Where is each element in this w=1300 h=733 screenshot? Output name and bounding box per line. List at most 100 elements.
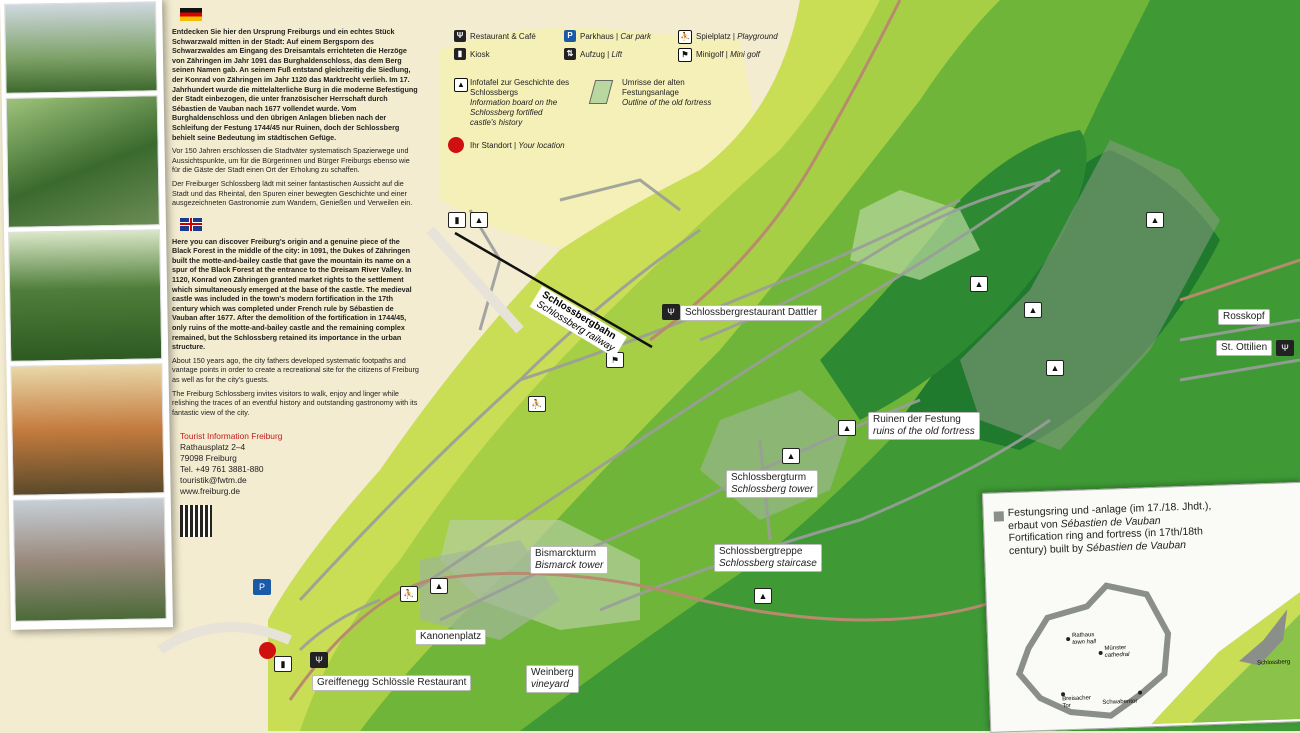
german-flag-icon	[180, 8, 202, 21]
legend-minigolf-en: Mini golf	[730, 50, 760, 59]
tourist-info-web[interactable]: www.freiburg.de	[180, 486, 241, 497]
intro-en-paragraph: The Freiburg Schlossberg invites visitor…	[172, 388, 418, 417]
label-st-ottilien[interactable]: St. Ottilien	[1216, 340, 1273, 356]
info-board-marker-icon[interactable]: ▲	[782, 448, 800, 464]
legend-playground-de: Spielplatz	[696, 32, 731, 41]
inset-breisacher: Breisacher	[1062, 695, 1092, 703]
playground-icon: ⛹	[678, 30, 692, 44]
legend-playground: Spielplatz | Playground	[696, 32, 778, 41]
inset-line4-name: Sébastien de Vauban	[1085, 538, 1187, 554]
location-pin-icon	[448, 137, 464, 153]
label-kanonenplatz[interactable]: Kanonenplatz	[415, 629, 487, 645]
intro-en-paragraph: About 150 years ago, the city fathers de…	[172, 355, 419, 384]
info-board-marker-icon[interactable]: ▲	[1146, 212, 1164, 228]
fortification-square-icon	[993, 511, 1004, 522]
legend-parking-en: Car park	[620, 32, 652, 41]
restaurant-marker-icon[interactable]: Ψ	[1276, 340, 1294, 356]
legend-lift-de: Aufzug	[580, 50, 605, 59]
kiosk-marker-icon[interactable]: ▮	[448, 212, 466, 228]
intro-en-paragraph: Here you can discover Freiburg's origin …	[172, 236, 412, 352]
label-ruins-en: ruins of the old fortress	[873, 426, 975, 437]
uk-flag-icon	[180, 217, 202, 231]
label-rosskopf[interactable]: Rosskopf	[1218, 309, 1270, 325]
photo-town-view	[4, 1, 158, 94]
label-tower-en: Schlossberg tower	[731, 484, 814, 495]
legend-outline-en: Outline of the old fortress	[622, 98, 712, 107]
parking-icon: P	[564, 30, 576, 42]
minigolf-icon: ⚑	[678, 48, 692, 62]
restaurant-icon: Ψ	[454, 30, 466, 42]
photo-strip	[0, 0, 173, 630]
legend-lift-en: Lift	[611, 50, 623, 59]
label-stairs-de: Schlossbergtreppe	[719, 546, 803, 557]
label-bismarck-en: Bismarck tower	[535, 560, 604, 571]
legend-lift: Aufzug | Lift	[580, 50, 623, 59]
tourist-info-title: Tourist Information Freiburg	[180, 431, 283, 442]
info-board-marker-icon[interactable]: ▲	[754, 588, 772, 604]
qr-code-icon[interactable]	[180, 505, 212, 538]
label-staircase[interactable]: Schlossbergtreppe Schlossberg staircase	[714, 544, 822, 572]
lift-icon: ⇅	[564, 48, 576, 60]
inset-caption: Festungsring und -anlage (im 17./18. Jhd…	[1008, 500, 1213, 557]
label-ruins-de: Ruinen der Festung	[873, 414, 961, 425]
label-stairs-en: Schlossberg staircase	[719, 558, 817, 569]
info-board-marker-icon[interactable]: ▲	[838, 420, 856, 436]
label-ruins[interactable]: Ruinen der Festung ruins of the old fort…	[868, 412, 980, 440]
label-dattler[interactable]: Schlossbergrestaurant Dattler	[680, 305, 823, 321]
tourist-info-email[interactable]: touristik@fwtm.de	[180, 475, 247, 486]
label-bismarck[interactable]: Bismarckturm Bismarck tower	[530, 546, 609, 574]
playground-marker-icon[interactable]: ⛹	[400, 586, 418, 602]
parking-marker-icon[interactable]: P	[253, 579, 271, 595]
info-board-marker-icon[interactable]: ▲	[970, 276, 988, 292]
restaurant-marker-icon[interactable]: Ψ	[662, 304, 680, 320]
intro-de-paragraph: Vor 150 Jahren erschlossen die Stadtväte…	[172, 146, 410, 175]
restaurant-marker-icon[interactable]: Ψ	[310, 652, 328, 668]
your-location-pin-icon[interactable]	[259, 642, 276, 659]
fortification-inset: Festungsring und -anlage (im 17./18. Jhd…	[982, 481, 1300, 733]
intro-de-paragraph: Der Freiburger Schlossberg lädt mit sein…	[172, 178, 413, 208]
photo-sunset-lookout	[10, 363, 165, 496]
info-board-marker-icon[interactable]: ▲	[1024, 302, 1042, 318]
legend-location-de: Ihr Standort	[470, 141, 512, 150]
legend-outline: Umrisse der alten Festungsanlage Outline…	[622, 78, 732, 108]
legend-parking: Parkhaus | Car park	[580, 32, 652, 41]
legend-info-board: Infotafel zur Geschichte des Schlossberg…	[470, 78, 570, 128]
tourist-info-street: Rathausplatz 2–4	[180, 442, 246, 453]
legend-restaurant: Restaurant & Café	[470, 32, 536, 41]
label-tower[interactable]: Schlossbergturm Schlossberg tower	[726, 470, 819, 498]
info-board-marker-icon[interactable]: ▲	[430, 578, 448, 594]
tourist-info-phone: Tel. +49 761 3881-880	[180, 464, 264, 475]
tourist-info-city: 79098 Freiburg	[180, 453, 237, 464]
inset-tor: Tor	[1062, 703, 1071, 710]
inset-line4-prefix: century) built by	[1008, 541, 1087, 557]
legend-playground-en: Playground	[737, 32, 778, 41]
label-bismarck-de: Bismarckturm	[535, 548, 597, 559]
photo-city-panorama	[12, 497, 167, 622]
legend-minigolf-de: Minigolf	[696, 50, 724, 59]
intro-de-paragraph: Entdecken Sie hier den Ursprung Freiburg…	[172, 27, 418, 142]
legend-parking-de: Parkhaus	[580, 32, 614, 41]
playground-marker-icon[interactable]: ⛹	[528, 396, 546, 412]
info-board-marker-icon[interactable]: ▲	[470, 212, 488, 228]
legend-kiosk: Kiosk	[470, 50, 490, 59]
kiosk-marker-icon[interactable]: ▮	[274, 656, 292, 672]
legend-outline-de: Umrisse der alten Festungsanlage	[622, 78, 685, 97]
info-board-marker-icon[interactable]: ▲	[1046, 360, 1064, 376]
label-greiffenegg[interactable]: Greiffenegg Schlössle Restaurant	[312, 675, 472, 691]
intro-text-panel: Entdecken Sie hier den Ursprung Freiburg…	[172, 4, 420, 538]
legend-info-de: Infotafel zur Geschichte des Schlossberg…	[470, 78, 570, 97]
legend-location-en: Your location	[518, 141, 565, 150]
label-weinberg[interactable]: Weinberg vineyard	[526, 665, 579, 693]
tourist-info-block: Tourist Information Freiburg Rathausplat…	[180, 431, 420, 497]
label-tower-de: Schlossbergturm	[731, 472, 807, 483]
legend-minigolf: Minigolf | Mini golf	[696, 50, 760, 59]
info-board-icon: ▲	[454, 78, 468, 92]
inset-map	[1015, 582, 1300, 725]
kiosk-icon: ▮	[454, 48, 466, 60]
label-weinberg-en: vineyard	[531, 679, 569, 690]
inset-schwabentor: Schwabentor	[1102, 698, 1138, 706]
photo-railway	[5, 95, 160, 228]
